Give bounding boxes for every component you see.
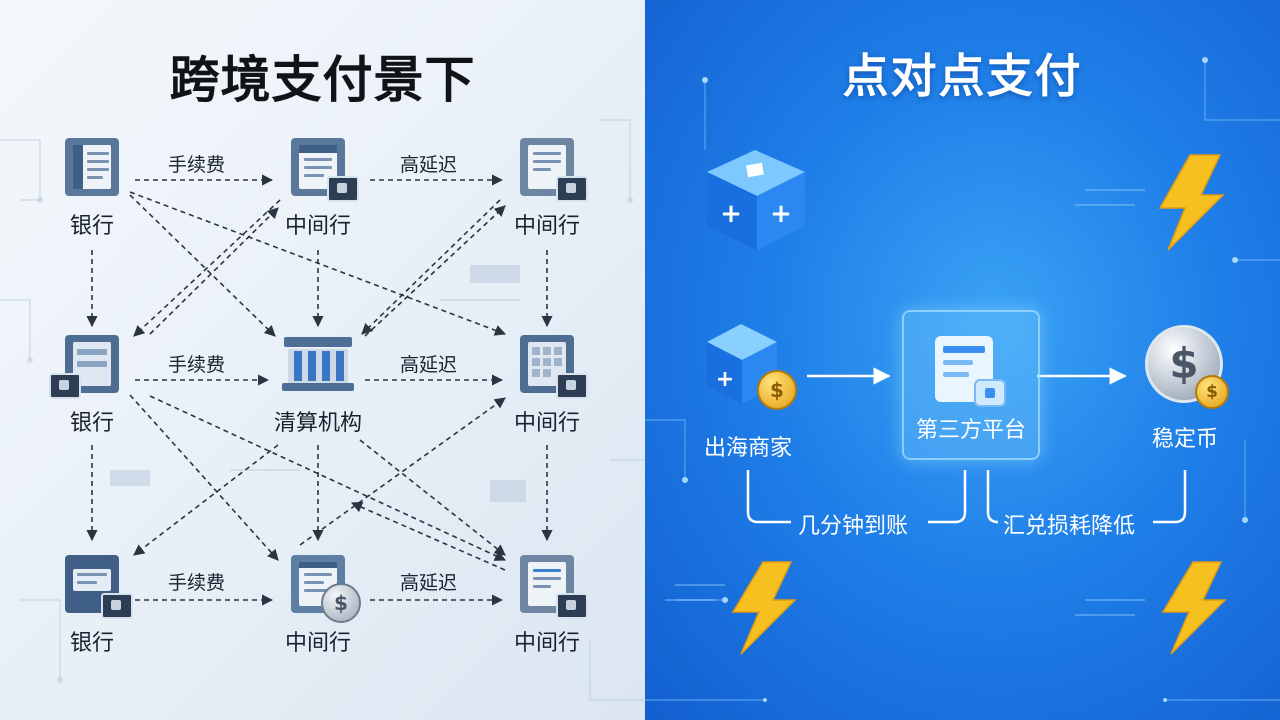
graphics-right: + + + [707, 150, 1227, 655]
node-bank-middle: 银行 [37, 335, 147, 437]
node-bank-top: 银行 [37, 138, 147, 240]
left-panel: 跨境支付景下 [0, 0, 645, 720]
document-icon [514, 555, 588, 619]
cube-icon: + + [707, 150, 805, 250]
edge-label-fee-row3: 手续费 [168, 572, 226, 594]
stablecoin-icon: $ $ [1145, 325, 1229, 409]
laptop-icon [49, 373, 81, 399]
page-title-left: 跨境支付景下 [169, 51, 476, 109]
terminal-icon [327, 176, 359, 202]
flow-arrows-left [86, 174, 553, 606]
window-icon [59, 555, 133, 619]
node-intermediary-bottom-right: 中间行 [492, 555, 602, 657]
grid-document-icon [514, 335, 588, 399]
node-label: 出海商家 [703, 436, 792, 461]
circuit-background-right [645, 57, 1280, 702]
document-icon [285, 138, 359, 202]
node-intermediary-top-right: 中间行 [492, 138, 602, 240]
svg-text:+: + [770, 199, 792, 229]
note-fast-settlement: 几分钟到账 [798, 514, 909, 539]
node-label: 银行 [69, 214, 114, 239]
node-bank-bottom: 银行 [37, 555, 147, 657]
terminal-icon [556, 373, 588, 399]
edge-label-latency-row3: 高延迟 [400, 572, 458, 594]
gold-coin-icon: $ [1195, 375, 1229, 409]
node-label: 中间行 [513, 411, 580, 436]
node-label: 中间行 [284, 214, 351, 239]
dollar-coin-icon: $ [321, 583, 361, 623]
node-label: 银行 [69, 411, 114, 436]
bank-building-icon [282, 335, 354, 395]
document-icon [514, 138, 588, 202]
dashboard-icon [49, 335, 125, 399]
platform-box: 第三方平台 [902, 310, 1040, 460]
right-panel: 点对点支付 + + + [645, 0, 1280, 720]
edge-label-fee-row2: 手续费 [168, 354, 226, 376]
document-icon [59, 138, 125, 198]
platform-app-icon [935, 336, 1006, 407]
node-intermediary-bottom-center: $ 中间行 [263, 555, 373, 657]
node-label: 稳定币 [1151, 427, 1218, 452]
merchant-cube-icon: + [707, 324, 777, 404]
svg-text:+: + [716, 367, 734, 392]
node-label: 中间行 [284, 631, 351, 656]
edge-label-fee-row1: 手续费 [168, 154, 226, 176]
node-third-party-platform: 第三方平台 [896, 310, 1046, 460]
node-label: 中间行 [513, 631, 580, 656]
terminal-icon [556, 176, 588, 202]
node-label: 中间行 [513, 214, 580, 239]
node-intermediary-middle-right: 中间行 [492, 335, 602, 437]
node-stablecoin: $ $ 稳定币 [1110, 325, 1260, 453]
svg-text:+: + [720, 199, 742, 229]
circuit-background-left [0, 119, 645, 701]
node-intermediary-top-center: 中间行 [263, 138, 373, 240]
node-merchant: 出海商家 [673, 420, 823, 462]
gold-coin-icon: $ [757, 370, 797, 410]
lightning-icons [731, 154, 1227, 655]
node-clearing-house: 清算机构 [263, 335, 373, 437]
page-title-right: 点对点支付 [842, 49, 1083, 103]
note-lower-fx-loss: 汇兑损耗降低 [1003, 514, 1136, 539]
node-label: 银行 [69, 631, 114, 656]
document-icon: $ [285, 555, 361, 623]
terminal-icon [556, 593, 588, 619]
node-label: 第三方平台 [915, 418, 1026, 443]
edge-label-latency-row1: 高延迟 [400, 154, 458, 176]
terminal-icon [101, 593, 133, 619]
edge-label-latency-row2: 高延迟 [400, 354, 458, 376]
node-label: 清算机构 [273, 411, 362, 436]
